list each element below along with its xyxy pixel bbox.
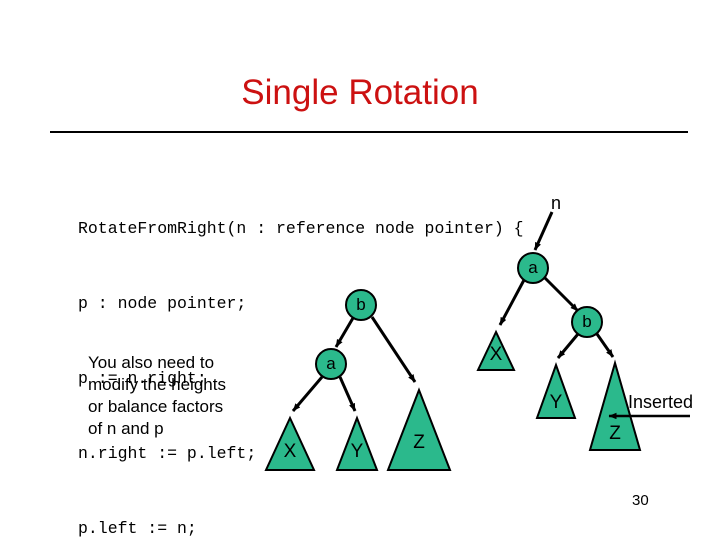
code-line-1: RotateFromRight(n : reference node point… [78,219,524,238]
triangle-label-y-after: Y [549,392,563,413]
page-number: 30 [632,492,649,509]
triangle-label-x-before: X [283,441,297,462]
code-line-5: p.left := n; [78,519,197,538]
note-text: You also need to modify the heights or b… [88,352,288,440]
edge-b-to-y-after [556,333,580,359]
triangle-label-z-before: Z [413,432,425,453]
inserted-annotation-label: Inserted [628,392,694,412]
code-line-3: p := n.right; [78,369,207,388]
note-line-2: modify the heights [88,375,226,394]
triangle-label-y-before: Y [350,441,364,462]
pointer-arrow-n [533,211,554,251]
code-line-4: n.right := p.left; [78,444,257,463]
pseudocode-block: RotateFromRight(n : reference node point… [78,166,524,540]
page-title: Single Rotation [241,73,479,112]
note-line-1: You also need to [88,353,215,372]
title-divider [50,131,688,133]
code-line-2: p : node pointer; [78,294,247,313]
node-label-b-before: b [356,295,366,314]
node-label-b-after: b [582,312,592,331]
note-line-4: of n and p [88,419,164,438]
triangle-label-z-after: Z [609,423,621,444]
node-label-a-before: a [326,354,336,373]
node-label-a-after: a [528,258,538,277]
pointer-label-n: n [550,193,561,213]
edge-a-to-b-after [543,276,580,313]
triangle-label-x-after: X [489,344,503,365]
edge-b-to-z-after [595,333,615,358]
note-line-3: or balance factors [88,397,224,416]
